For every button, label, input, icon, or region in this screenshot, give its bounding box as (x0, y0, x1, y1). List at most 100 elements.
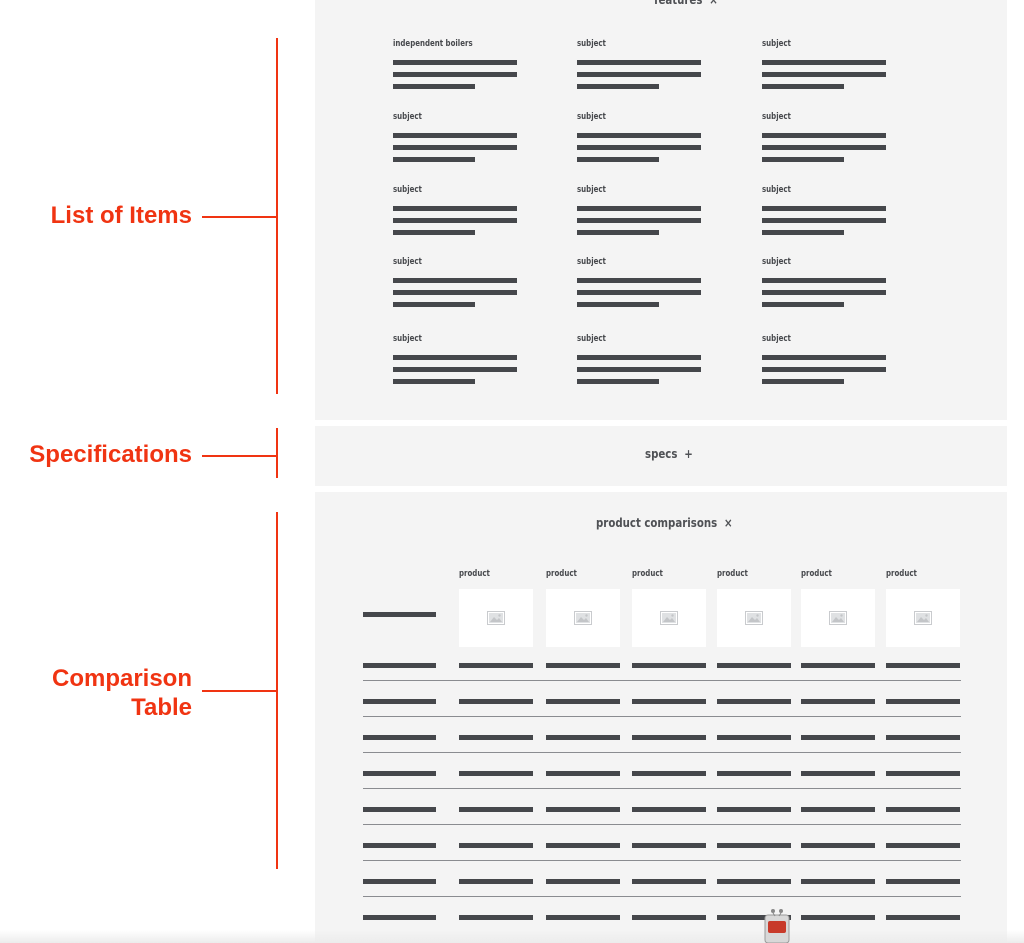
feature-subject: independent boilers (393, 39, 473, 49)
cell-value-bar (717, 879, 791, 884)
cell-value-bar (801, 915, 875, 920)
comparison-title: product comparisons (596, 516, 718, 530)
text-placeholder-bar (393, 278, 517, 283)
cell-value-bar (632, 663, 706, 668)
cell-value-bar (717, 771, 791, 776)
feature-subject: subject (762, 257, 791, 267)
product-image[interactable] (546, 589, 620, 647)
text-placeholder-bar (393, 206, 517, 211)
image-placeholder-icon (914, 611, 932, 625)
features-header[interactable]: features× (654, 0, 718, 7)
cell-value-bar (886, 771, 960, 776)
product-label: product (801, 569, 832, 579)
comparison-header[interactable]: product comparisons × (596, 516, 733, 530)
text-placeholder-bar (577, 60, 701, 65)
comparison-panel: product comparisons × product product produ… (315, 492, 1007, 943)
product-image[interactable] (632, 589, 706, 647)
feature-item: subject (393, 256, 517, 307)
row-divider (363, 860, 961, 861)
annotation-connector (202, 216, 277, 218)
cell-value-bar (886, 699, 960, 704)
product-image[interactable] (459, 589, 533, 647)
feature-item: independent boilers (393, 38, 517, 89)
cell-value-bar (886, 663, 960, 668)
annotation-connector (202, 455, 277, 457)
text-placeholder-bar (393, 302, 475, 307)
cell-value-bar (886, 807, 960, 812)
product-label: product (717, 569, 748, 579)
annotation-specifications: Specifications (29, 441, 192, 468)
feature-subject: subject (393, 334, 422, 344)
text-placeholder-bar (577, 290, 701, 295)
expand-icon[interactable]: + (684, 447, 693, 461)
text-placeholder-bar (762, 302, 844, 307)
feature-item: subject (577, 111, 701, 162)
image-placeholder-icon (745, 611, 763, 625)
specs-panel[interactable]: specs+ (315, 426, 1007, 486)
product-image[interactable] (801, 589, 875, 647)
row-label-bar (363, 735, 436, 740)
feature-subject: subject (762, 334, 791, 344)
cell-value-bar (632, 735, 706, 740)
text-placeholder-bar (393, 218, 517, 223)
cell-value-bar (717, 843, 791, 848)
image-placeholder-icon (660, 611, 678, 625)
feature-subject: subject (762, 185, 791, 195)
product-label: product (632, 569, 663, 579)
text-placeholder-bar (577, 379, 659, 384)
text-placeholder-bar (762, 60, 886, 65)
image-placeholder-icon (829, 611, 847, 625)
specs-header[interactable]: specs+ (645, 447, 693, 461)
collapse-icon[interactable]: × (723, 516, 733, 530)
annotation-bracket (276, 512, 278, 869)
feature-subject: subject (577, 112, 606, 122)
bottom-shade (0, 930, 1024, 943)
feature-item: subject (393, 111, 517, 162)
cell-value-bar (459, 699, 533, 704)
annotation-bracket (276, 428, 278, 478)
row-label-bar (363, 843, 436, 848)
text-placeholder-bar (762, 157, 844, 162)
product-label: product (886, 569, 917, 579)
text-placeholder-bar (577, 230, 659, 235)
text-placeholder-bar (393, 72, 517, 77)
feature-item: subject (577, 38, 701, 89)
feature-item: subject (577, 184, 701, 235)
collapse-icon[interactable]: × (709, 0, 718, 7)
cell-value-bar (632, 807, 706, 812)
cell-value-bar (717, 735, 791, 740)
cell-value-bar (459, 771, 533, 776)
cell-value-bar (886, 879, 960, 884)
row-label-bar (363, 807, 436, 812)
row-divider (363, 788, 961, 789)
row-label-bar (363, 771, 436, 776)
app-dock-icon[interactable] (762, 905, 792, 943)
image-placeholder-icon (487, 611, 505, 625)
cell-value-bar (717, 807, 791, 812)
cell-value-bar (546, 879, 620, 884)
cell-value-bar (886, 843, 960, 848)
text-placeholder-bar (393, 157, 475, 162)
features-panel: features× independent boilers subject subj… (315, 0, 1007, 420)
cell-value-bar (459, 663, 533, 668)
feature-item: subject (762, 184, 886, 235)
text-placeholder-bar (393, 290, 517, 295)
product-image[interactable] (886, 589, 960, 647)
feature-subject: subject (762, 112, 791, 122)
cell-value-bar (459, 879, 533, 884)
text-placeholder-bar (577, 84, 659, 89)
cell-value-bar (546, 843, 620, 848)
text-placeholder-bar (762, 84, 844, 89)
product-image[interactable] (717, 589, 791, 647)
text-placeholder-bar (577, 218, 701, 223)
cell-value-bar (546, 771, 620, 776)
row-divider (363, 752, 961, 753)
text-placeholder-bar (577, 72, 701, 77)
cell-value-bar (801, 771, 875, 776)
feature-subject: subject (393, 185, 422, 195)
annotation-comparison-table: Comparison Table (20, 665, 192, 723)
text-placeholder-bar (393, 367, 517, 372)
cell-value-bar (801, 699, 875, 704)
cell-value-bar (459, 915, 533, 920)
text-placeholder-bar (762, 133, 886, 138)
